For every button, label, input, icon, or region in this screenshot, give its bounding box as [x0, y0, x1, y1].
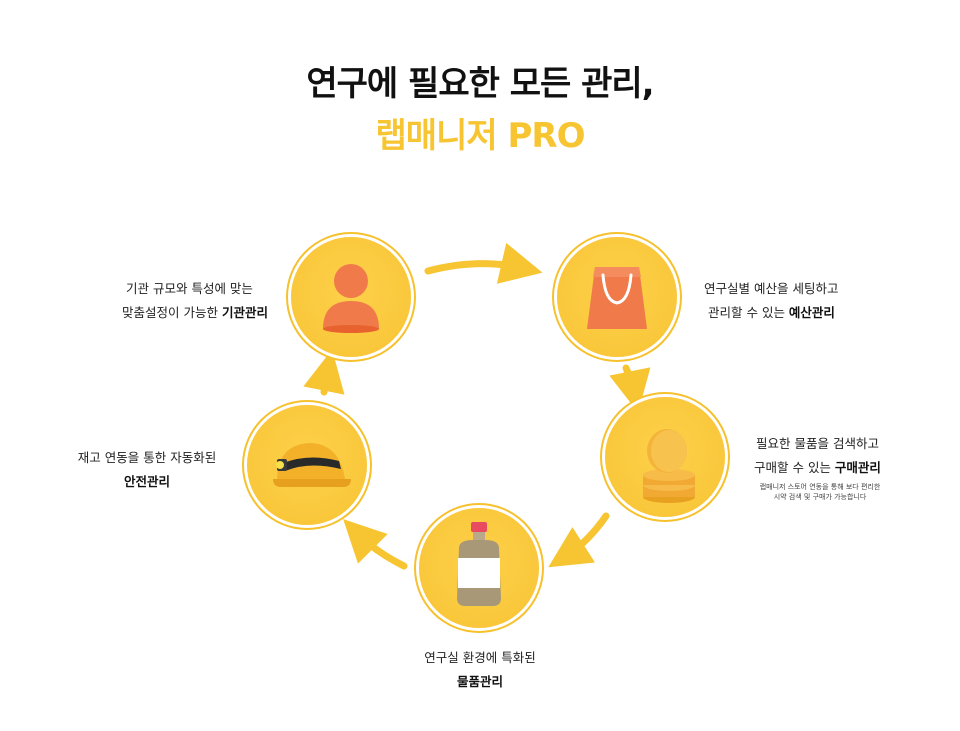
headline-title: 연구에 필요한 모든 관리,: [306, 64, 654, 104]
purchase-note: 랩매니저 스토어 연동을 통해 보다 편리한 시약 검색 및 구매가 가능합니다: [757, 482, 883, 502]
safety-line2: 안전관리: [62, 470, 232, 494]
budget-line2-prefix: 관리할 수 있는: [708, 305, 789, 320]
budget-line1: 연구실별 예산을 세팅하고: [704, 281, 839, 296]
purchase-line2-prefix: 구매할 수 있는: [754, 460, 835, 475]
safety-label: 재고 연동을 통한 자동화된 안전관리: [62, 446, 232, 494]
arrow-safety-to-institution: [303, 349, 345, 396]
safety-helmet-icon: [273, 443, 351, 487]
purchase-line2: 구매할 수 있는 구매관리: [754, 456, 881, 480]
safety-line1: 재고 연동을 통한 자동화된: [77, 450, 217, 465]
budget-label: 연구실별 예산을 세팅하고 관리할 수 있는 예산관리: [704, 277, 838, 325]
institution-label: 기관 규모와 특성에 맞는 맞춤설정이 가능한 기관관리: [122, 277, 268, 325]
purchase-label: 필요한 물품을 검색하고 구매할 수 있는 구매관리: [754, 432, 881, 480]
reagent-bottle-icon: [457, 522, 501, 606]
inventory-label: 연구실 환경에 특화된 물품관리: [380, 646, 580, 694]
purchase-title: 구매관리: [834, 460, 881, 475]
coin-stack-icon: [643, 429, 695, 503]
institution-line2-prefix: 맞춤설정이 가능한: [122, 305, 222, 320]
inventory-title: 물품관리: [456, 674, 503, 689]
shopping-bag-icon: [587, 267, 647, 329]
institution-line2: 맞춤설정이 가능한 기관관리: [122, 301, 268, 325]
inventory-circle: [419, 508, 539, 628]
institution-line1: 기관 규모와 특성에 맞는: [126, 281, 253, 296]
budget-title: 예산관리: [788, 305, 835, 320]
arrow-inventory-to-safety: [343, 519, 408, 570]
inventory-line2: 물품관리: [380, 670, 580, 694]
budget-circle: [557, 237, 677, 357]
arrow-purchase-to-inventory: [548, 512, 610, 568]
budget-line2: 관리할 수 있는 예산관리: [704, 301, 838, 325]
institution-title: 기관관리: [221, 305, 268, 320]
headline-brand: 랩매니저 PRO: [375, 116, 586, 156]
inventory-line1: 연구실 환경에 특화된: [424, 650, 536, 665]
safety-title: 안전관리: [123, 474, 170, 489]
purchase-circle: [605, 397, 725, 517]
purchase-line1: 필요한 물품을 검색하고: [756, 436, 879, 451]
person-icon: [323, 264, 379, 333]
purchase-note-line2: 시약 검색 및 구매가 가능합니다: [773, 493, 867, 501]
arrow-institution-to-budget: [424, 242, 543, 284]
institution-circle: [291, 237, 411, 357]
purchase-note-line1: 랩매니저 스토어 연동을 통해 보다 편리한: [759, 483, 881, 491]
safety-circle: [247, 405, 367, 525]
arrow-budget-to-purchase: [609, 364, 651, 413]
